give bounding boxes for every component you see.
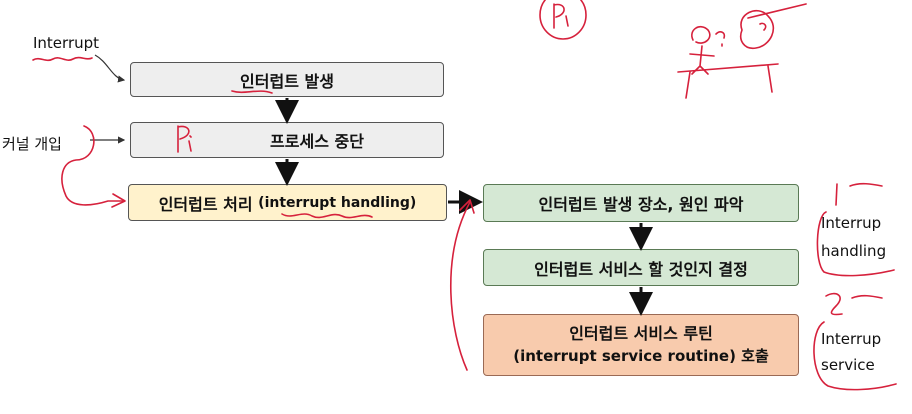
side-note-1-line2: handling <box>821 242 887 260</box>
locate-cause-text: 인터럽트 발생 장소, 원인 파악 <box>538 195 744 214</box>
service-routine-line1: 인터럽트 서비스 루틴 <box>569 324 713 343</box>
service-routine-line2: (interrupt service routine) 호출 <box>513 347 769 365</box>
person-desk-sketch <box>677 3 807 99</box>
squiggle-under-handling <box>281 213 373 219</box>
pi-circle-top <box>539 0 587 40</box>
interrupt-handling-ko-text: 인터럽트 처리 <box>158 194 253 214</box>
interrupt-occur-text: 인터럽트 발생 <box>240 71 334 91</box>
arrow-interrupt-label <box>94 54 126 83</box>
interrupt-occur-box: 인터럽트 발생 <box>130 62 444 97</box>
locate-cause-box: 인터럽트 발생 장소, 원인 파악 <box>483 184 799 222</box>
side-note-2-line1: Interrup <box>821 330 882 348</box>
note2-circle <box>813 321 897 391</box>
interrupt-handling-en-text: (interrupt handling) <box>258 194 417 211</box>
side-note-2-line2: service <box>821 356 875 374</box>
interrupt-handling-box: 인터럽트 처리 (interrupt handling) <box>128 184 447 221</box>
loop-arrow-back <box>450 201 471 371</box>
interrupt-label: Interrupt <box>33 34 100 52</box>
decide-service-text: 인터럽트 서비스 할 것인지 결정 <box>534 259 748 279</box>
kernel-circle-arrow <box>61 125 125 206</box>
pi-mark <box>177 125 192 153</box>
note2-number-mark <box>825 292 883 316</box>
kernel-intervention-label: 커널 개입 <box>2 135 62 153</box>
squiggle-under-interrupt <box>32 56 93 62</box>
decide-service-box: 인터럽트 서비스 할 것인지 결정 <box>483 249 799 286</box>
underline-interrupt-occur <box>231 90 273 94</box>
service-routine-box: 인터럽트 서비스 루틴 (interrupt service routine) … <box>483 314 799 376</box>
note1-bracket <box>816 211 895 277</box>
side-note-1-line1: Interrup <box>821 214 882 232</box>
note1-number-mark <box>835 182 883 206</box>
process-stop-text: 프로세스 중단 <box>270 132 364 151</box>
